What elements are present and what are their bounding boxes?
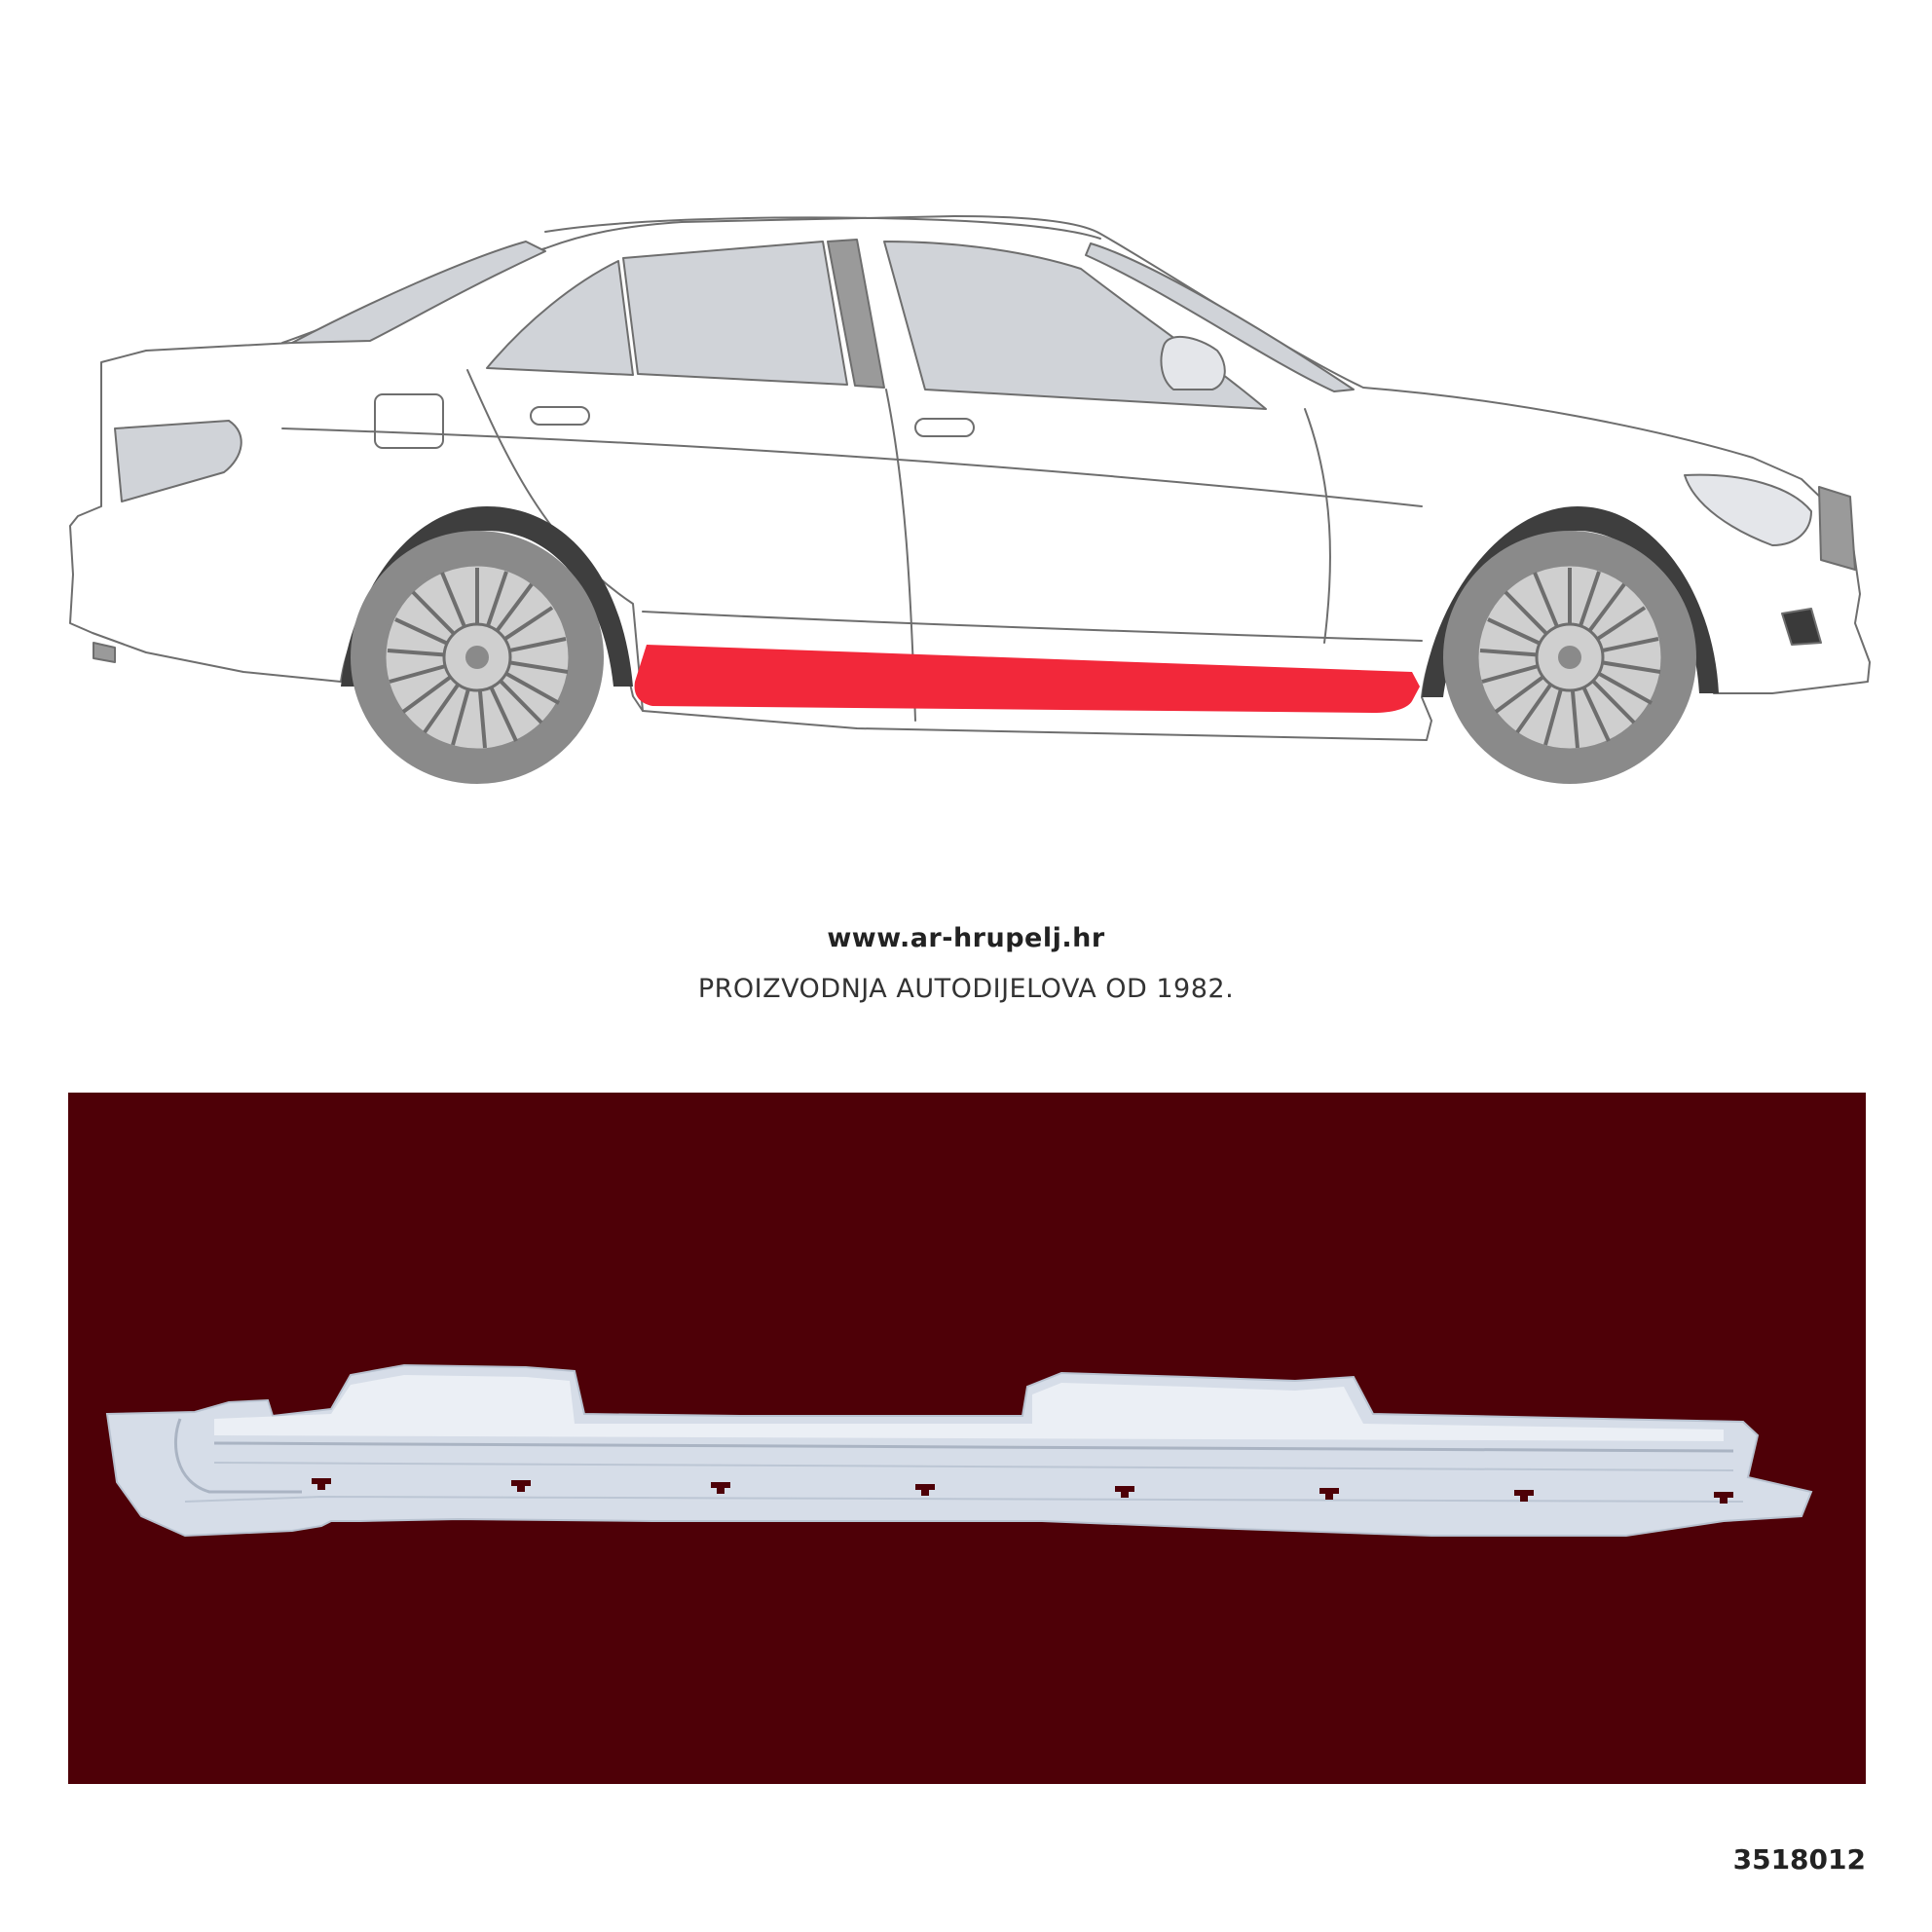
- front-door-handle: [914, 418, 975, 437]
- car-side-view-illustration: [69, 215, 1871, 784]
- rocker-panel-part: [105, 1363, 1813, 1538]
- front-door-line: [1304, 408, 1331, 644]
- rear-door-window: [622, 241, 848, 386]
- part-number: 3518012: [1732, 1843, 1866, 1876]
- bumper-vent: [1781, 608, 1822, 646]
- front-wheel-arch: [1422, 506, 1719, 697]
- b-pillar: [827, 239, 885, 389]
- shoulder-line: [281, 427, 1423, 507]
- windshield: [1085, 242, 1355, 392]
- grille: [1818, 486, 1856, 571]
- rear-wheel: [351, 531, 604, 784]
- rear-window: [291, 241, 546, 344]
- rear-side-window: [486, 260, 634, 376]
- exhaust: [93, 642, 116, 663]
- sill-line: [642, 611, 1423, 642]
- company-tagline: PROIZVODNJA AUTODIJELOVA OD 1982.: [697, 974, 1235, 1004]
- front-wheel: [1443, 531, 1696, 784]
- highlighted-sill-part: [634, 645, 1420, 713]
- rear-door-line: [466, 369, 644, 712]
- side-mirror: [1160, 335, 1226, 390]
- website-url[interactable]: www.ar-hrupelj.hr: [827, 923, 1105, 953]
- tail-light: [114, 420, 242, 502]
- rear-door-handle: [530, 406, 590, 426]
- fuel-cap: [374, 393, 444, 449]
- product-photo: [68, 1093, 1866, 1784]
- greenhouse-upper: [544, 216, 1101, 240]
- headlight: [1684, 473, 1812, 546]
